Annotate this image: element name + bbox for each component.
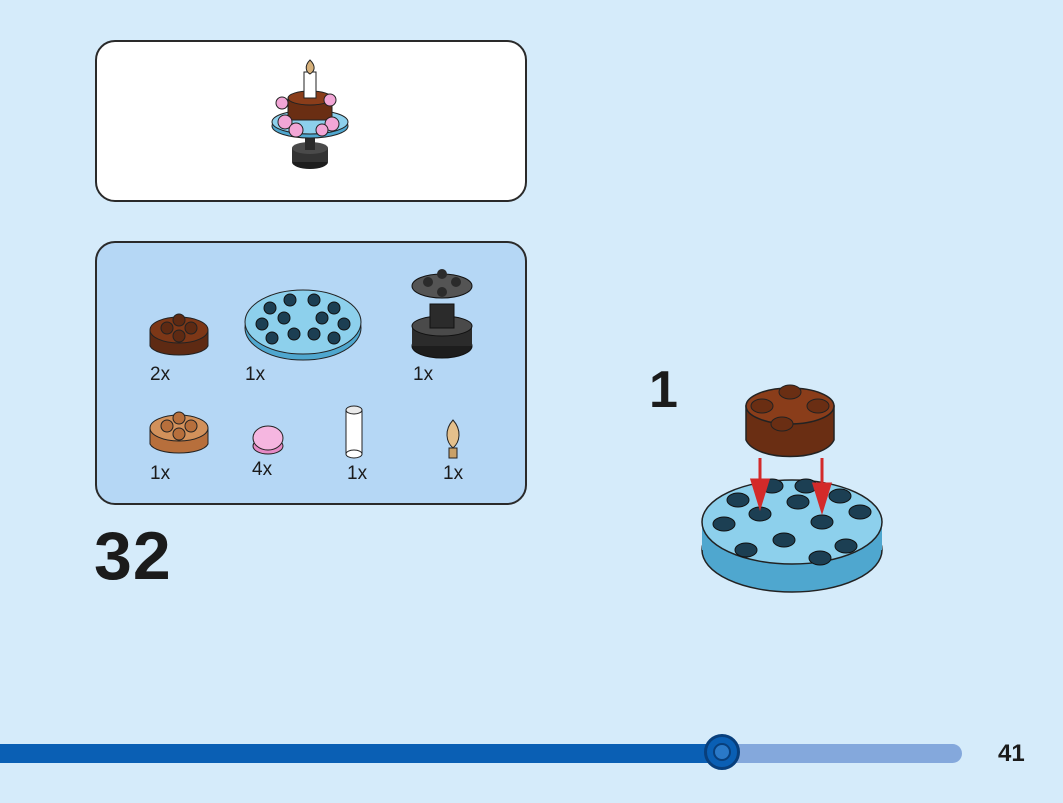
part-quantity: 1x	[347, 463, 368, 484]
tan-flame-part	[446, 419, 460, 459]
part-quantity: 1x	[413, 364, 434, 385]
step-number: 1	[649, 361, 678, 419]
step-illustration	[701, 384, 883, 593]
brown-round-brick-part	[149, 313, 209, 356]
progress-knob	[704, 734, 740, 770]
part-quantity: 2x	[150, 364, 171, 385]
cake-model-illustration	[271, 59, 349, 169]
part-quantity: 1x	[245, 364, 266, 385]
pink-round-plate-part	[252, 425, 284, 455]
black-stand-part	[411, 269, 473, 359]
white-bar-part	[345, 405, 363, 459]
part-quantity: 1x	[443, 463, 464, 484]
nougat-round-brick-part	[149, 411, 209, 454]
azure-round-plate-part	[244, 289, 362, 361]
part-quantity: 1x	[150, 463, 171, 484]
page-number: 41	[998, 740, 1025, 767]
set-number: 32	[94, 518, 172, 594]
progress-fill	[0, 744, 722, 763]
part-quantity: 4x	[252, 459, 273, 480]
